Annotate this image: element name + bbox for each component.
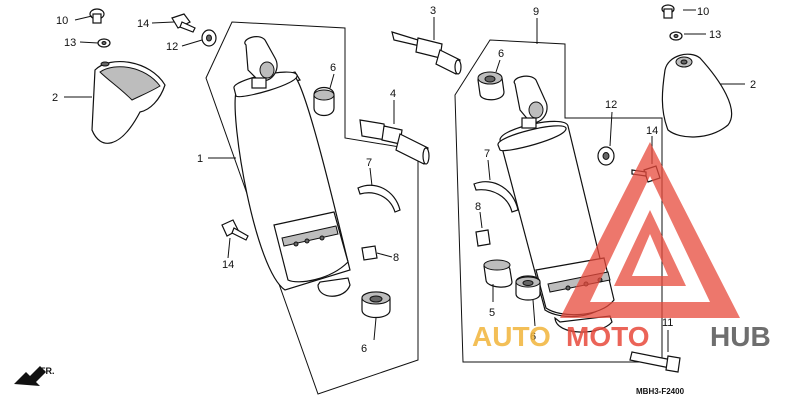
left-clip-7 <box>357 184 401 213</box>
callout-label: 7 <box>366 157 372 169</box>
callout-label: 6 <box>361 343 367 355</box>
callout-label: 7 <box>484 148 490 160</box>
right-bushing-6-top <box>477 71 505 101</box>
callout-label: 13 <box>709 29 721 41</box>
callout-label: 11 <box>662 317 673 329</box>
callout-label: 2 <box>52 92 58 104</box>
watermark-logo <box>560 142 740 318</box>
callout-label: 14 <box>646 125 658 137</box>
right-keeper-8 <box>475 229 491 247</box>
watermark-auto: AUTO <box>472 321 551 352</box>
left-keeper-8 <box>361 245 378 261</box>
left-group-outline <box>205 21 419 395</box>
right-shock-cap <box>661 53 733 138</box>
left-bolt-10 <box>89 8 105 24</box>
left-shock-absorber <box>233 36 351 297</box>
callout-label: 12 <box>166 41 178 53</box>
callout-label: 5 <box>489 307 495 319</box>
right-washer-12 <box>597 146 615 166</box>
callout-label: 3 <box>430 5 436 17</box>
front-direction-arrow: FR. <box>14 366 55 386</box>
stud-4 <box>359 119 430 165</box>
right-bushing-6-bottom <box>515 275 541 301</box>
left-bolt-14-bottom <box>221 219 249 241</box>
callout-label: 10 <box>56 15 68 27</box>
callout-label: 1 <box>197 153 203 165</box>
left-bolt-14-top <box>171 13 196 33</box>
callout-label: 6 <box>330 62 336 74</box>
callout-label: 10 <box>697 6 709 18</box>
callout-label: 13 <box>64 37 76 49</box>
left-washer-13 <box>97 38 111 48</box>
right-clip-7 <box>473 181 519 213</box>
callout-label: 14 <box>137 18 149 30</box>
callout-labels: 10 14 13 12 2 1 6 3 4 7 8 14 6 9 6 10 13… <box>52 5 756 355</box>
callout-label: 4 <box>390 88 396 100</box>
collar-5 <box>483 259 513 288</box>
callout-label: 9 <box>533 6 539 18</box>
watermark-hub: HUB <box>710 321 771 352</box>
stud-3 <box>391 31 462 75</box>
callout-label: 8 <box>475 201 481 213</box>
right-group-outline <box>454 39 663 363</box>
watermark-moto: MOTO <box>566 321 649 352</box>
fr-label: FR. <box>40 366 55 376</box>
left-bushing-6-top <box>313 86 335 117</box>
right-shock-absorber <box>497 75 615 333</box>
callout-label: 14 <box>222 259 234 271</box>
left-shock-cap <box>91 61 166 144</box>
bolt-11 <box>629 351 681 373</box>
callout-label: 6 <box>498 48 504 60</box>
watermark-text: AUTO MOTO HUB <box>472 321 771 352</box>
callout-label: 12 <box>605 99 617 111</box>
right-washer-13 <box>669 31 683 41</box>
left-bushing-6-bottom <box>361 291 391 319</box>
callout-label: 8 <box>393 252 399 264</box>
callout-label: 2 <box>750 79 756 91</box>
left-washer-12 <box>201 29 217 47</box>
callout-label: 6 <box>530 331 536 343</box>
right-bolt-10 <box>661 4 675 19</box>
diagram-code: MBH3-F2400 <box>636 387 685 396</box>
